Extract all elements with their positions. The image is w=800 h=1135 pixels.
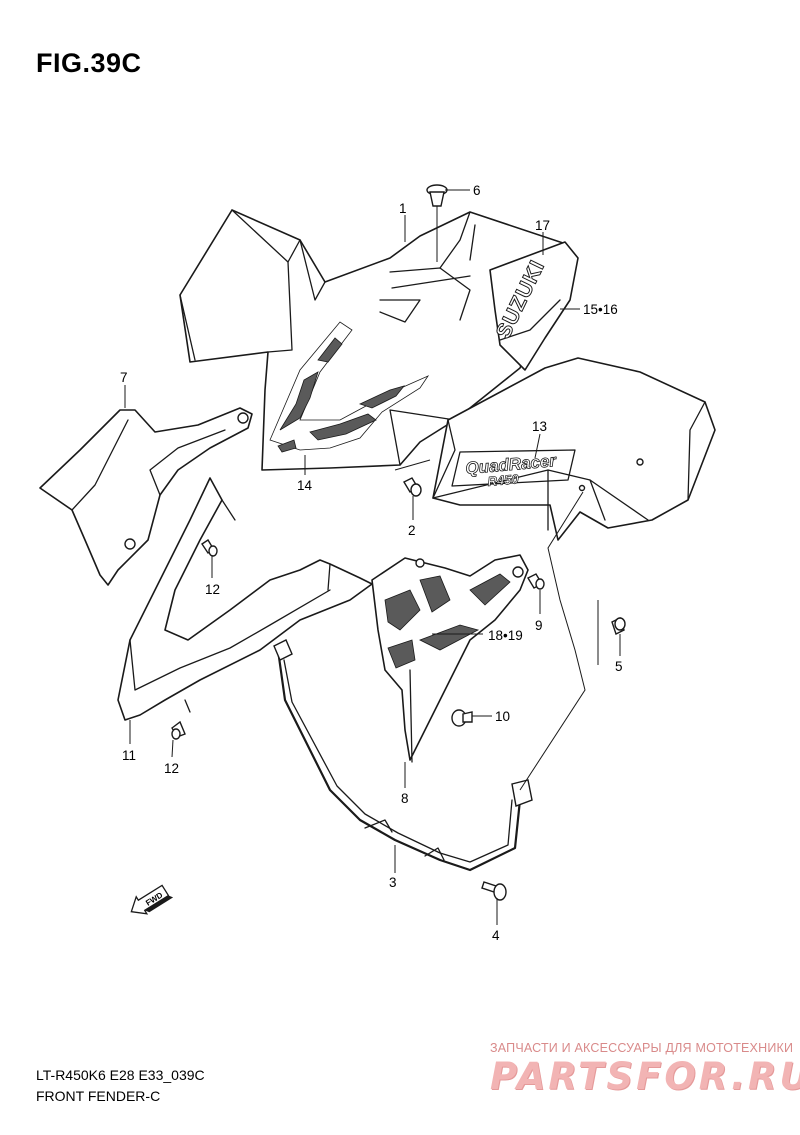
arrow-icon <box>130 884 170 915</box>
right-fender-panel: QuadRacer R450 <box>432 357 716 541</box>
front-fender-main <box>179 209 576 471</box>
fender-graphic-decal <box>269 321 430 453</box>
side-panel-with-brand-decal: SUZUKI <box>489 241 579 371</box>
callout-6: 6 <box>473 183 481 198</box>
diagram-name: FRONT FENDER-C <box>36 1088 161 1104</box>
hardware-screw-12a <box>201 539 218 557</box>
figure-title: FIG.39C <box>36 48 142 78</box>
hardware-clip-6 <box>426 184 448 262</box>
hardware-bolt-10 <box>451 709 473 727</box>
callout-11: 11 <box>122 748 136 763</box>
hardware-screw-12b <box>171 720 186 740</box>
left-mudguard-bracket <box>39 407 253 586</box>
callout-4: 4 <box>492 928 500 943</box>
callout-3: 3 <box>389 875 397 890</box>
callout-12b: 12 <box>164 761 179 776</box>
model-decal-line2: R450 <box>487 471 520 489</box>
callout-5: 5 <box>615 659 623 674</box>
callout-14: 14 <box>297 478 313 493</box>
lower-left-fender <box>117 477 373 721</box>
callout-9: 9 <box>535 618 543 633</box>
callout-2: 2 <box>408 523 416 538</box>
assembly-link-lines <box>394 459 599 791</box>
hardware-screw-5 <box>611 617 626 635</box>
watermark-tagline: ЗАПЧАСТИ И АКСЕССУАРЫ ДЛЯ МОТОТЕХНИКИ <box>490 1041 794 1055</box>
watermark-brand: PARTSFOR.RU <box>490 1055 800 1098</box>
fender-guard-rod <box>273 639 533 872</box>
callout-leaders <box>124 189 621 925</box>
callout-17: 17 <box>535 218 550 233</box>
callout-numbers: 1 6 17 15•16 7 13 14 2 12 9 18•19 5 10 1… <box>120 183 623 943</box>
hardware-screw-9 <box>527 573 545 590</box>
callout-12a: 12 <box>205 582 220 597</box>
callout-7: 7 <box>120 370 128 385</box>
callout-1: 1 <box>399 201 407 216</box>
callout-8: 8 <box>401 791 409 806</box>
center-lower-cover <box>371 554 529 763</box>
hardware-screw-2 <box>403 477 422 497</box>
callout-13: 13 <box>532 419 547 434</box>
hardware-bolt-4 <box>481 881 507 901</box>
diagram-code: LT-R450K6 E28 E33_039C <box>36 1067 205 1083</box>
callout-18-19: 18•19 <box>488 628 523 643</box>
forward-direction-marker: FWD <box>130 884 174 915</box>
callout-15-16: 15•16 <box>583 302 618 317</box>
callout-10: 10 <box>495 709 510 724</box>
